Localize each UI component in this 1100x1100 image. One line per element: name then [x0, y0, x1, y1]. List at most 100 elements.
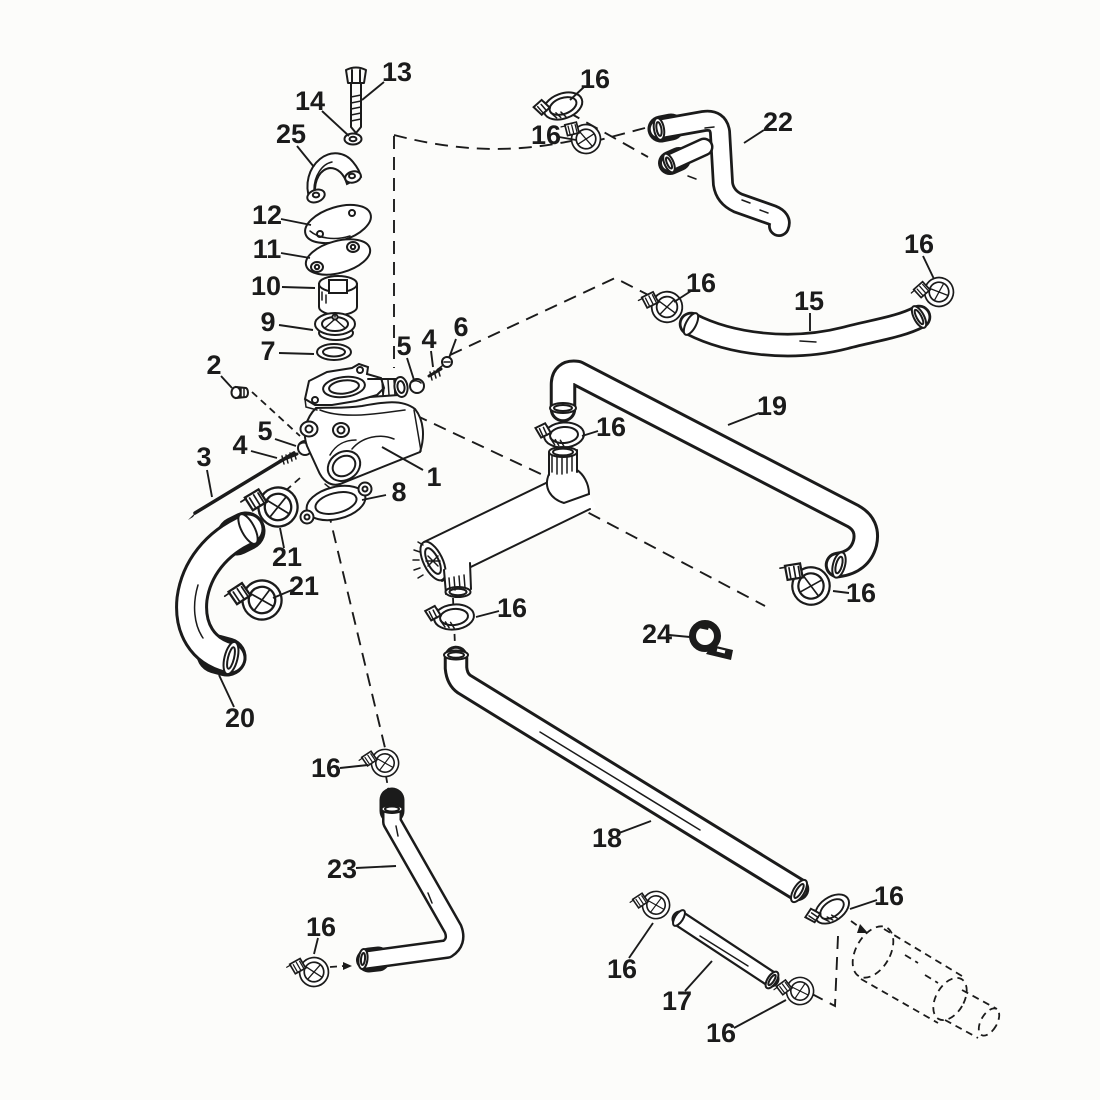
- callout-label-20-19: 20: [225, 703, 255, 733]
- leader-line-16-35: [628, 922, 654, 959]
- exhaust-elbow-hose: [175, 511, 266, 677]
- callout-label-17-36: 17: [662, 986, 692, 1016]
- callout-label-16-31: 16: [311, 753, 341, 783]
- leader-line-16-38: [313, 937, 319, 955]
- callout-label-12-3: 12: [252, 200, 282, 230]
- leader-line-16-26: [581, 430, 599, 437]
- callout-label-16-20: 16: [580, 64, 610, 94]
- callout-label-22-22: 22: [763, 107, 793, 137]
- leader-line-13-0: [361, 81, 385, 101]
- callout-label-6-11: 6: [453, 312, 468, 342]
- thermostat: [314, 312, 356, 341]
- callout-label-5-12: 5: [257, 416, 272, 446]
- hose-clamp-16-i: [356, 745, 402, 783]
- hose-clamp-16-f: [772, 558, 835, 610]
- leader-line-17-36: [684, 960, 713, 992]
- leader-line-22-22: [743, 129, 765, 144]
- leader-line-16-31: [339, 764, 369, 769]
- callout-label-2-8: 2: [206, 350, 221, 380]
- callout-label-21-18: 21: [289, 571, 319, 601]
- callout-label-24-30: 24: [642, 619, 672, 649]
- hose-clamp-16-h: [802, 887, 856, 935]
- hose-clamp-16-e: [534, 419, 586, 451]
- leader-line-3-14: [206, 469, 213, 498]
- housing-gasket: [299, 481, 373, 525]
- callout-label-18-33: 18: [592, 823, 622, 853]
- retainer-bracket: [306, 152, 363, 204]
- bolt: [345, 66, 367, 134]
- drain-plug: [230, 385, 249, 400]
- leader-line-4-13: [250, 450, 278, 459]
- hose-19: [549, 359, 879, 579]
- leader-line-11-4: [280, 252, 311, 259]
- callout-label-4-10: 4: [421, 324, 436, 354]
- leader-line-6-11: [448, 338, 457, 359]
- thermostat-housing: [299, 362, 424, 493]
- leader-line-16-34: [849, 899, 878, 910]
- leader-line-8-16: [361, 494, 387, 501]
- rod: [188, 451, 296, 520]
- hose-clamp-16-j: [284, 953, 332, 991]
- callout-label-16-35: 16: [607, 954, 637, 984]
- leader-line-21-18: [272, 589, 293, 599]
- callout-label-25-2: 25: [276, 119, 306, 149]
- hose-clamp-16-g: [423, 600, 477, 634]
- leader-line-4-10: [430, 350, 434, 368]
- callout-label-16-34: 16: [874, 881, 904, 911]
- callout-label-13-0: 13: [382, 57, 412, 87]
- leader-line-16-23: [673, 290, 692, 303]
- hose-23: [356, 787, 465, 973]
- seal-ring: [316, 343, 352, 361]
- ball-right: [409, 378, 425, 394]
- callout-label-19-27: 19: [757, 391, 787, 421]
- leader-line-16-21: [558, 136, 577, 141]
- hose-15: [678, 304, 932, 358]
- leader-line-25-2: [296, 145, 315, 168]
- leader-line-7-7: [278, 352, 315, 355]
- leader-line-1-15: [381, 446, 424, 471]
- callout-label-8-16: 8: [391, 477, 406, 507]
- callout-label-9-6: 9: [260, 307, 275, 337]
- thermostat-sleeve: [318, 275, 358, 316]
- leader-line-16-37: [733, 999, 787, 1029]
- leader-line-5-9: [406, 357, 415, 381]
- leader-line-16-29: [475, 610, 500, 618]
- callout-label-16-26: 16: [596, 412, 626, 442]
- hose-18: [443, 645, 810, 904]
- water-distribution-pipe: [412, 446, 596, 598]
- leader-line-24-30: [668, 634, 691, 638]
- callout-label-16-29: 16: [497, 593, 527, 623]
- leader-line-12-3: [280, 218, 312, 226]
- stud-right: [427, 367, 443, 381]
- callout-label-16-23: 16: [686, 268, 716, 298]
- hose-17: [671, 909, 780, 990]
- molded-hose-22: [647, 109, 791, 237]
- leader-line-14-1: [321, 110, 350, 137]
- cover-plate: [304, 203, 372, 245]
- leader-line-16-20: [569, 86, 585, 101]
- callout-label-23-32: 23: [327, 854, 357, 884]
- leader-line-23-32: [355, 865, 397, 869]
- water-pump-reference: [851, 925, 1001, 1039]
- callout-label-3-14: 3: [196, 442, 211, 472]
- cable-clamp: [689, 620, 733, 660]
- leader-line-21-17: [279, 527, 285, 549]
- hose-clamp-16-c: [636, 288, 685, 326]
- hose-clamp-21-lower: [221, 574, 287, 628]
- callout-label-5-9: 5: [396, 331, 411, 361]
- callout-label-4-13: 4: [232, 430, 247, 460]
- cover-gasket: [304, 238, 372, 276]
- callout-label-7-7: 7: [260, 336, 275, 366]
- screw: [436, 356, 453, 371]
- leader-line-19-27: [727, 412, 760, 426]
- callout-label-14-1: 14: [295, 86, 325, 116]
- callout-label-16-37: 16: [706, 1018, 736, 1048]
- washer: [343, 132, 363, 146]
- callout-label-16-38: 16: [306, 912, 336, 942]
- leader-line-2-8: [220, 375, 233, 389]
- leader-line-9-6: [278, 324, 314, 331]
- leader-line-16-25: [922, 255, 935, 280]
- leader-line-20-19: [218, 674, 235, 708]
